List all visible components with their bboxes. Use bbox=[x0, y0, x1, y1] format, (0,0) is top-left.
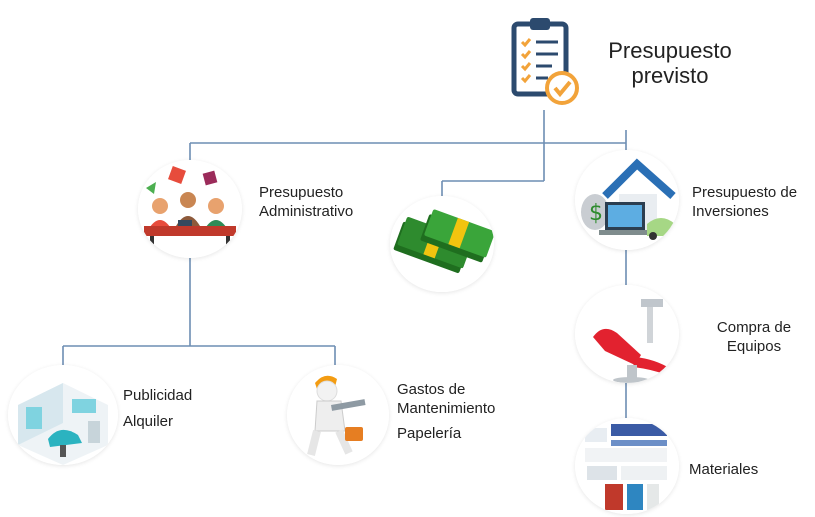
dental-materials-icon bbox=[575, 418, 679, 514]
ads-label-line2: Alquiler bbox=[123, 413, 174, 430]
materiales-label: Materiales bbox=[689, 460, 789, 479]
meeting-team-icon bbox=[138, 160, 242, 258]
dental-chair-icon bbox=[575, 285, 679, 383]
maintenance-label-line2: Mantenimiento bbox=[397, 400, 496, 417]
inversiones-label-line2: Inversiones bbox=[692, 203, 769, 220]
root-title: Presupuesto previsto bbox=[590, 38, 750, 88]
admin-label: Presupuesto Administrativo bbox=[259, 183, 399, 221]
money-stack-icon bbox=[390, 196, 494, 292]
maintenance-label-line1: Gastos de bbox=[397, 381, 466, 398]
dental-office-icon bbox=[8, 365, 118, 465]
admin-label-line2: Administrativo bbox=[259, 203, 354, 220]
equipos-label-line2: Equipos bbox=[726, 338, 782, 355]
root-title-line1: Presupuesto bbox=[608, 38, 732, 63]
maintenance-label: Gastos de Mantenimiento Papelería bbox=[397, 380, 522, 443]
ads-label-line1: Publicidad bbox=[123, 387, 193, 404]
admin-label-line1: Presupuesto bbox=[259, 184, 344, 201]
maintenance-worker-icon bbox=[287, 365, 389, 465]
house-investment-icon: $ bbox=[575, 150, 679, 250]
clipboard-check-icon bbox=[500, 14, 588, 110]
inversiones-label: Presupuesto de Inversiones bbox=[692, 183, 815, 221]
root-title-line2: previsto bbox=[631, 63, 709, 88]
equipos-label-line1: Compra de bbox=[716, 319, 792, 336]
ads-label: Publicidad Alquiler bbox=[123, 383, 233, 435]
inversiones-label-line1: Presupuesto de bbox=[692, 184, 798, 201]
equipos-label: Compra de Equipos bbox=[700, 318, 808, 356]
maintenance-label-line3: Papelería bbox=[397, 425, 462, 442]
svg-text:$: $ bbox=[589, 201, 603, 226]
materiales-label-line1: Materiales bbox=[689, 461, 759, 478]
